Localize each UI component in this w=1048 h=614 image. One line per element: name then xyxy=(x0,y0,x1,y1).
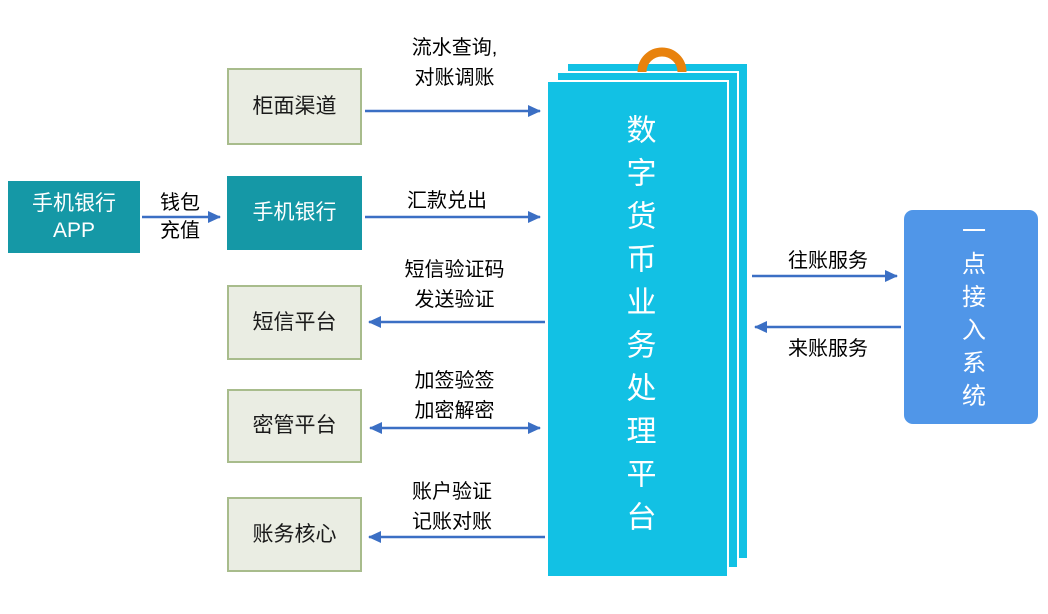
node-access-system: 一点接入系统 xyxy=(904,210,1038,424)
edge-label-key-mgmt-platform: 加签验签 加密解密 xyxy=(414,370,495,422)
platform-title: 数字货币业务处理平台 xyxy=(621,114,655,544)
node-mobile-banking: 手机银行 xyxy=(227,176,362,250)
node-accounting-core: 账务核心 xyxy=(227,497,362,572)
node-counter-channel: 柜面渠道 xyxy=(227,68,362,145)
node-accounting-core-label: 账务核心 xyxy=(252,522,337,546)
node-mobile-banking-app-label: 手机银行 APP xyxy=(32,191,116,242)
node-sms-platform-label: 短信平台 xyxy=(252,310,337,334)
platform-stack-front: 数字货币业务处理平台 xyxy=(546,80,729,578)
node-access-system-label: 一点接入系统 xyxy=(957,218,985,416)
binder-clip-icon xyxy=(637,47,687,73)
node-mobile-banking-app: 手机银行 APP xyxy=(8,181,140,253)
node-key-management-platform-label: 密管平台 xyxy=(252,414,337,438)
node-counter-channel-label: 柜面渠道 xyxy=(252,94,337,118)
edge-label-mobile-to-platform: 汇款兑出 xyxy=(407,190,487,212)
edge-label-counter-to-platform: 流水查询, 对账调账 xyxy=(411,37,498,89)
edge-label-incoming-service: 来账服务 xyxy=(788,338,868,360)
node-mobile-banking-label: 手机银行 xyxy=(252,201,337,225)
edge-label-outgoing-service: 往账服务 xyxy=(788,250,868,272)
node-key-management-platform: 密管平台 xyxy=(227,389,362,463)
edge-label-platform-to-accounting: 账户验证 记账对账 xyxy=(412,481,492,533)
edge-label-platform-to-sms: 短信验证码 发送验证 xyxy=(404,259,505,311)
edge-label-wallet-topup: 钱包 充值 xyxy=(160,192,200,242)
node-sms-platform: 短信平台 xyxy=(227,285,362,360)
